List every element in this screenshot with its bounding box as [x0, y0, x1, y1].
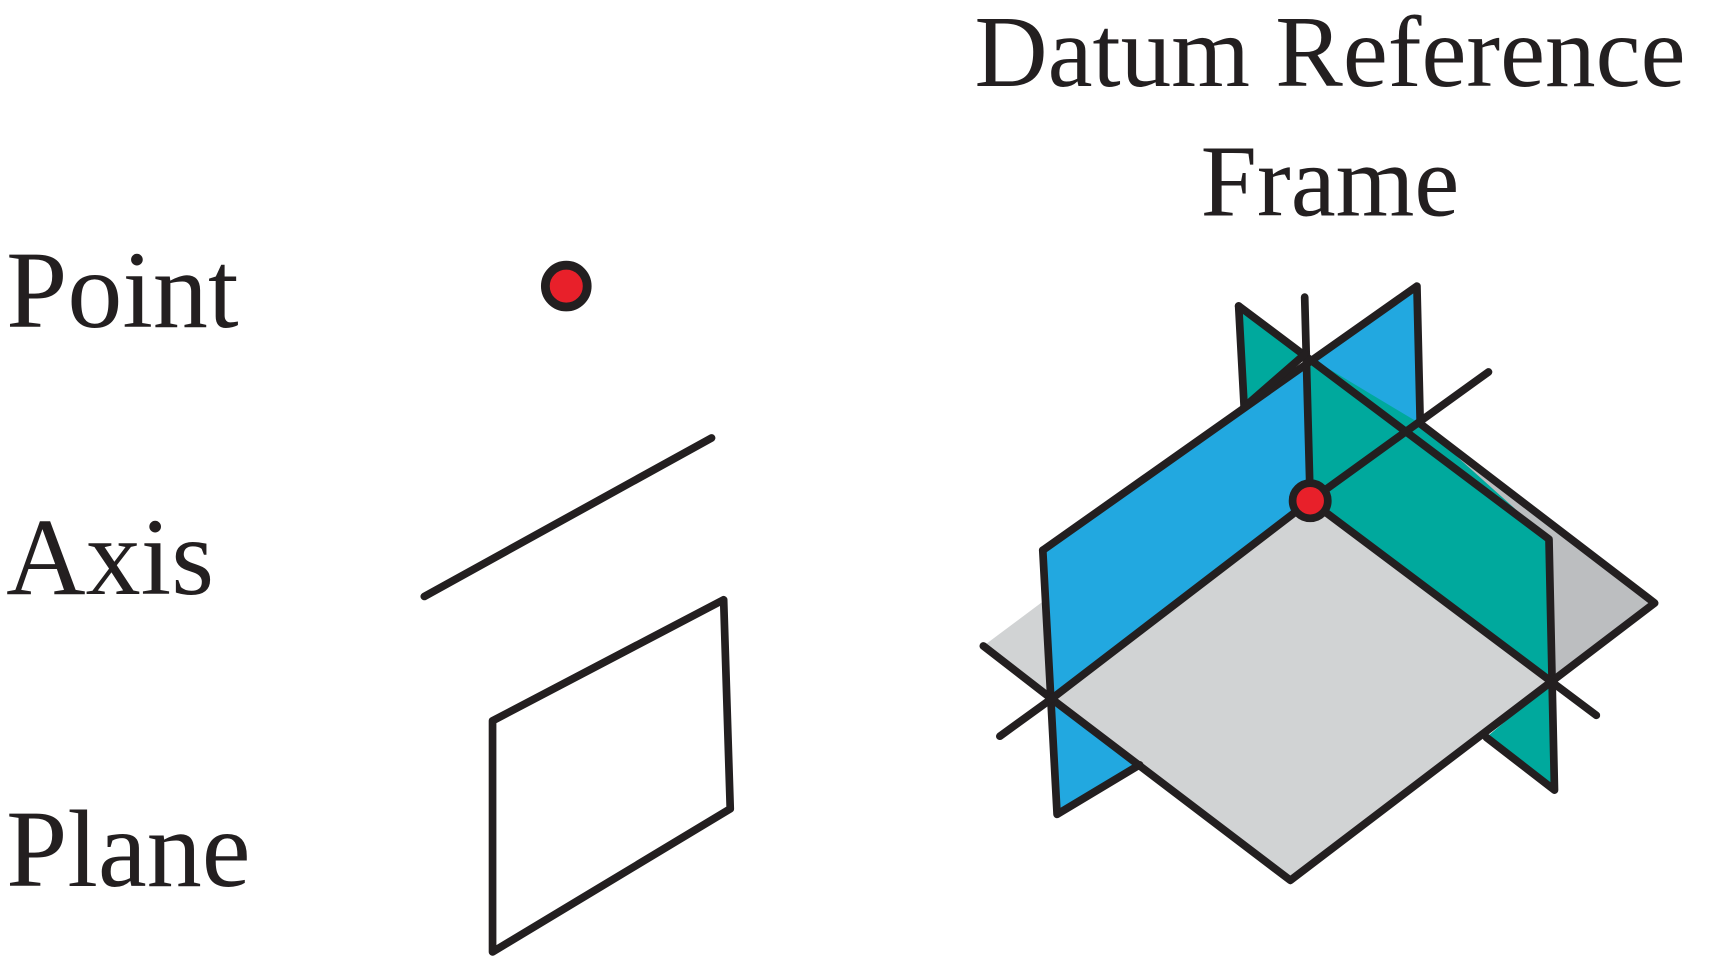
point-icon	[540, 260, 592, 312]
datum-origin-point-icon	[1288, 479, 1332, 523]
axis-line	[420, 434, 716, 601]
horizontal-plane-back	[1420, 429, 1655, 683]
datum-reference-frame	[979, 282, 1659, 885]
title-line2: Frame	[1201, 126, 1460, 238]
green-plane-lower	[1486, 682, 1555, 791]
plane-shape	[488, 595, 735, 956]
blue-plane-lower	[1051, 698, 1140, 815]
green-vertical-plane	[1238, 305, 1553, 683]
label-plane: Plane	[6, 788, 250, 910]
title-line1: Datum Reference	[974, 0, 1685, 108]
label-point: Point	[6, 229, 238, 351]
label-axis: Axis	[6, 496, 214, 618]
